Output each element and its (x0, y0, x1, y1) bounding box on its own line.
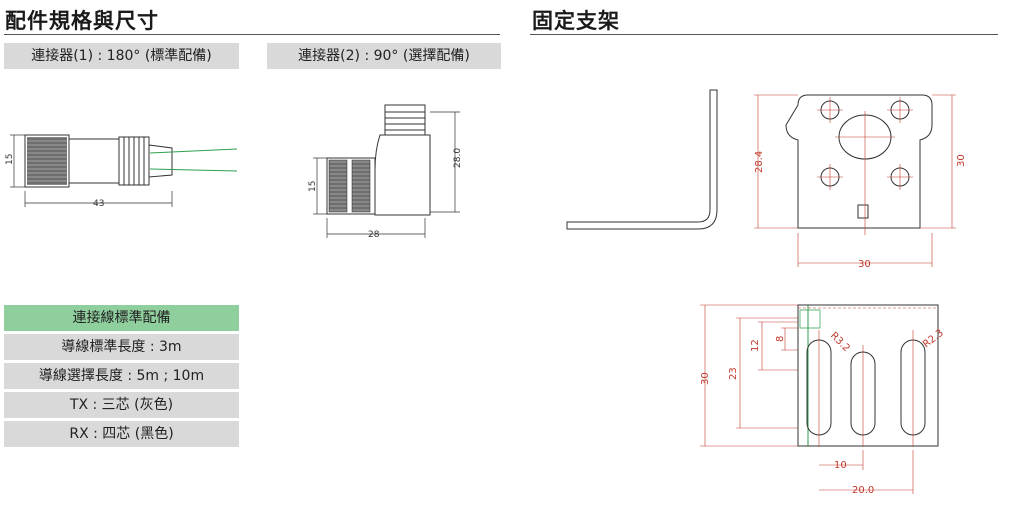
bottom-r2-dim: R2.3 (921, 328, 946, 351)
c1-width-label: 43 (93, 199, 104, 209)
bottom-h23-dim: 23 (728, 367, 739, 380)
connector2-tab: 連接器(2) : 90° (選擇配備) (267, 43, 501, 69)
bottom-w20-dim: 20.0 (852, 485, 874, 496)
c2-width-label: 28 (368, 230, 380, 240)
bracket-bottom-view: 30 23 12 8 R3.2 R2.3 10 20.0 (700, 304, 946, 496)
bracket-front-view: 28.4 30 30 (754, 94, 967, 270)
bottom-h8-dim: 8 (775, 336, 786, 342)
left-section-title: 配件規格與尺寸 (5, 9, 159, 33)
bracket-left-dim: 28.4 (754, 151, 765, 173)
right-section-title: 固定支架 (532, 9, 620, 33)
bottom-h30-dim: 30 (700, 372, 711, 385)
table-row: 導線標準長度 : 3m (4, 334, 239, 360)
bracket-bottom-dim: 30 (858, 259, 871, 270)
c2-height-label: 15 (308, 181, 318, 192)
connector1-tab: 連接器(1) : 180° (標準配備) (4, 43, 239, 69)
right-title-rule (530, 34, 998, 35)
bottom-w10-dim: 10 (834, 460, 847, 471)
cable-table-header: 連接線標準配備 (4, 305, 239, 331)
table-row: RX : 四芯 (黑色) (4, 421, 239, 447)
connector1-drawing: 15 43 (5, 134, 238, 209)
bottom-r1-dim: R3.2 (828, 330, 852, 354)
table-row: 導線選擇長度 : 5m ; 10m (4, 363, 239, 389)
table-row: TX : 三芯 (灰色) (4, 392, 239, 418)
connector2-drawing: 28.0 15 28 (308, 104, 463, 240)
bracket-right-dim: 30 (956, 154, 967, 167)
c1-height-label: 15 (5, 154, 15, 165)
left-title-rule (4, 34, 500, 35)
bottom-h12-dim: 12 (750, 339, 761, 352)
c2-vertical-label: 28.0 (453, 148, 463, 168)
bracket-side-view (566, 89, 718, 230)
